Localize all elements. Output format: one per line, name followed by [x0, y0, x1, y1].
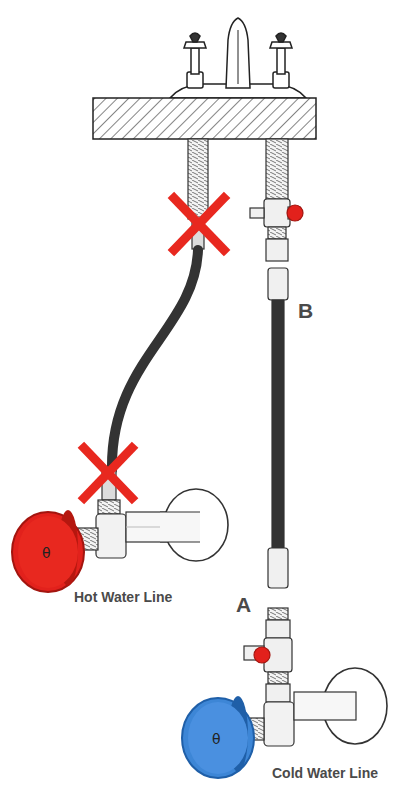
svg-text:θ: θ	[212, 731, 221, 747]
callout-letter: B	[298, 300, 313, 321]
line-label: Hot Water Line	[74, 590, 172, 604]
faucet	[170, 18, 306, 98]
callout-letter: A	[236, 594, 251, 615]
line-label: Cold Water Line	[272, 766, 378, 780]
svg-text:θ: θ	[42, 545, 51, 561]
remove-mark	[84, 198, 224, 498]
countertop	[93, 98, 316, 139]
cold-supply: θ	[182, 139, 387, 778]
hot-supply: θ	[12, 139, 228, 592]
